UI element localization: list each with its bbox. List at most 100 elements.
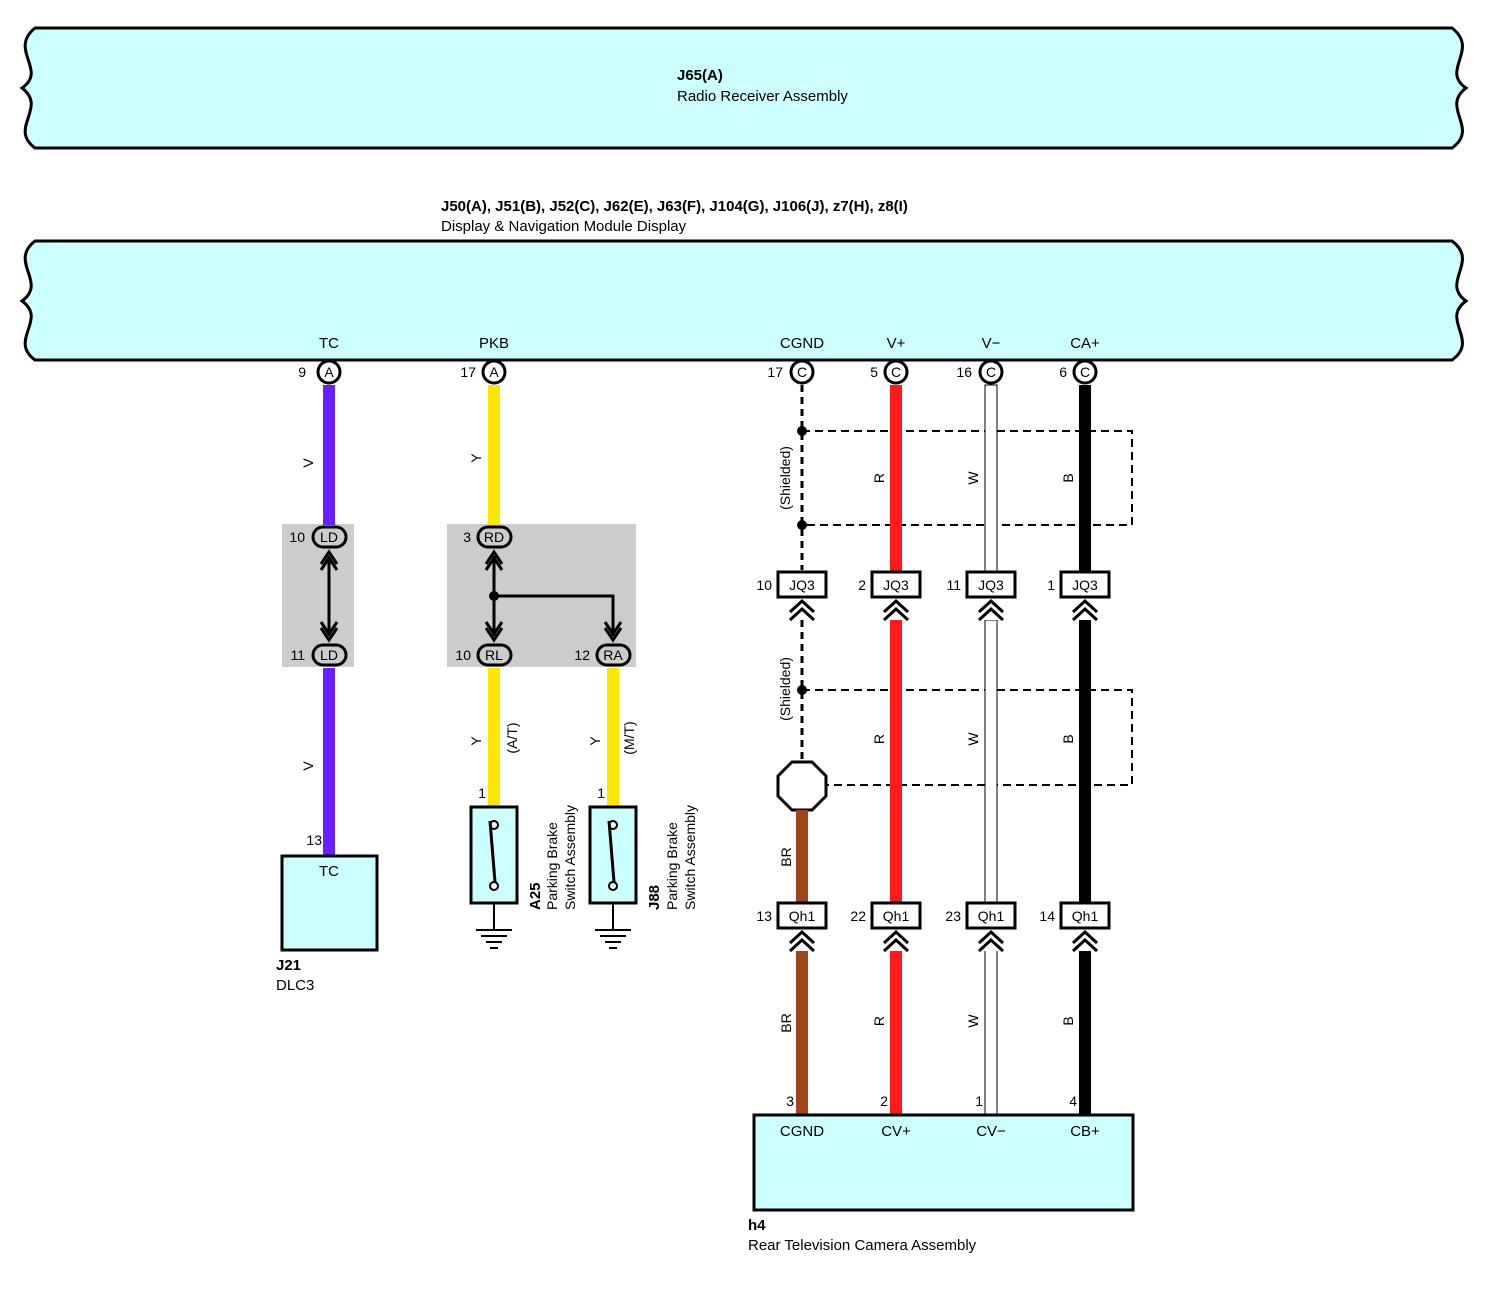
connector-label: JQ3	[978, 577, 1004, 593]
connector-mate-icon	[977, 929, 1005, 953]
junction-ra: RA 12	[574, 643, 632, 667]
parking-brake-switch-a25: 1 A25 Parking Brake Switch Assembly	[469, 785, 578, 949]
pin-number: 11	[946, 577, 961, 593]
pin-number: 14	[1039, 908, 1055, 924]
terminal-name-vminus: V−	[982, 335, 1001, 352]
connector-letter: C	[797, 364, 807, 380]
pin-number: 2	[858, 577, 866, 593]
parking-brake-switch-j88: 1 J88 Parking Brake Switch Assembly	[588, 785, 698, 949]
junction-ld-top: LD 10	[289, 525, 348, 549]
switch-code: A25	[527, 882, 544, 910]
pin-number: 10	[289, 529, 305, 545]
wire-color-label-pkb-upper: Y	[468, 453, 484, 463]
note-mt: (M/T)	[621, 721, 637, 754]
terminal-name-pkb: PKB	[479, 335, 509, 352]
switch-code: J88	[646, 885, 663, 910]
connector-mate-icon	[1071, 929, 1099, 953]
pin-number: 10	[756, 577, 772, 593]
wire-color-label-b: B	[1060, 1016, 1076, 1025]
connector-letter: C	[1080, 364, 1090, 380]
switch-contact-icon	[489, 881, 499, 891]
camera-terminal: CV−	[976, 1123, 1006, 1140]
display-terminals: TC PKB CGND V+ V− CA+	[319, 335, 1100, 352]
wire-color-label-tc-lower: V	[300, 761, 316, 771]
pin-number: 6	[1059, 364, 1067, 380]
switch-lever-icon	[488, 820, 497, 883]
junction-label: RA	[603, 647, 623, 663]
connector-jq3-vminus: JQ3 11	[946, 570, 1017, 622]
connector-terminal-vplus: C 5	[870, 359, 909, 385]
connector-label: Qh1	[789, 908, 816, 924]
pkb-circuit: Y Y (A/T) Y (M/T) A 17 RD 3 RL 10 RA 12 …	[447, 359, 698, 949]
splice-dot	[797, 685, 807, 695]
camera-terminal: CV+	[881, 1123, 911, 1140]
terminal-name-tc: TC	[319, 335, 339, 352]
wire-color-label-r: R	[871, 473, 887, 483]
shielded-label-lower: (Shielded)	[777, 657, 793, 721]
wire-vminus-upper	[984, 384, 998, 573]
wire-color-label-b: B	[1060, 734, 1076, 743]
pin-number: 23	[945, 908, 961, 924]
switch-name-line2: Switch Assembly	[682, 805, 698, 910]
pin-number: 1	[975, 1093, 983, 1109]
connector-letter: A	[324, 364, 334, 380]
connector-jq3-vplus: JQ3 2	[858, 570, 922, 622]
shield-ground-icon	[776, 760, 828, 812]
pin-number: 3	[463, 529, 471, 545]
connector-jq3-caplus: JQ3 1	[1047, 570, 1111, 622]
junction-label: LD	[320, 647, 338, 663]
splice-dot	[797, 520, 807, 530]
camera-name: Rear Television Camera Assembly	[748, 1237, 977, 1254]
pin-number: 4	[1069, 1093, 1077, 1109]
connector-qh1-cgnd: Qh1 13	[756, 901, 828, 953]
radio-name: Radio Receiver Assembly	[677, 88, 848, 105]
junction-label: LD	[320, 529, 338, 545]
tc-circuit: V V A 9 LD 10 LD 11 13 TC J21 DLC3	[276, 359, 379, 994]
junction-label: RL	[485, 647, 503, 663]
pin-number: 22	[850, 908, 866, 924]
pin-number: 13	[306, 832, 322, 848]
terminal-name-caplus: CA+	[1070, 335, 1100, 352]
switch-lever-icon	[607, 820, 616, 883]
connector-terminal-cgnd: C 17	[767, 359, 815, 385]
pin-number: 9	[298, 364, 306, 380]
dlc-name: DLC3	[276, 977, 314, 994]
pin-number: 13	[756, 908, 772, 924]
dlc3-connector: 13 TC J21 DLC3	[276, 832, 379, 994]
connector-qh1-caplus: Qh1 14	[1039, 901, 1111, 953]
pin-number: 3	[786, 1093, 794, 1109]
wire-color-label-br: BR	[778, 1013, 794, 1032]
dlc-code: J21	[276, 957, 301, 974]
connector-terminal-pkb: A 17	[460, 359, 507, 385]
pin-number: 1	[478, 785, 486, 801]
pin-number: 17	[767, 364, 783, 380]
connector-terminal-tc: A 9	[298, 359, 342, 385]
connector-qh1-vminus: Qh1 23	[945, 901, 1017, 953]
dlc-terminal: TC	[319, 863, 339, 880]
pin-number: 11	[290, 647, 305, 663]
ground-icon	[476, 903, 512, 949]
splice-dot	[797, 426, 807, 436]
arrow-up-icon	[484, 549, 504, 571]
shielded-label-upper: (Shielded)	[777, 446, 793, 510]
terminal-name-vplus: V+	[887, 335, 906, 352]
connector-mate-icon	[788, 929, 816, 953]
wire-vminus-middle	[984, 619, 998, 904]
arrow-down-icon	[484, 621, 504, 643]
radio-code: J65(A)	[677, 67, 723, 84]
connector-letter: C	[986, 364, 996, 380]
pin-number: 10	[455, 647, 471, 663]
connector-mate-icon	[1071, 598, 1099, 622]
pin-number: 1	[1047, 577, 1055, 593]
pin-number: 12	[574, 647, 590, 663]
rear-camera-assembly: 3 2 1 4 CGND CV+ CV− CB+ h4 Rear Televis…	[748, 1093, 1135, 1254]
shield-box-upper	[802, 430, 1133, 526]
camera-terminal: CB+	[1070, 1123, 1100, 1140]
connector-label: Qh1	[883, 908, 910, 924]
arrow-down-icon	[603, 621, 623, 643]
pin-number: 17	[460, 364, 476, 380]
connector-label: Qh1	[978, 908, 1005, 924]
shield-box-lower	[802, 689, 1133, 786]
note-at: (A/T)	[504, 722, 520, 753]
terminal-name-cgnd: CGND	[780, 335, 824, 352]
